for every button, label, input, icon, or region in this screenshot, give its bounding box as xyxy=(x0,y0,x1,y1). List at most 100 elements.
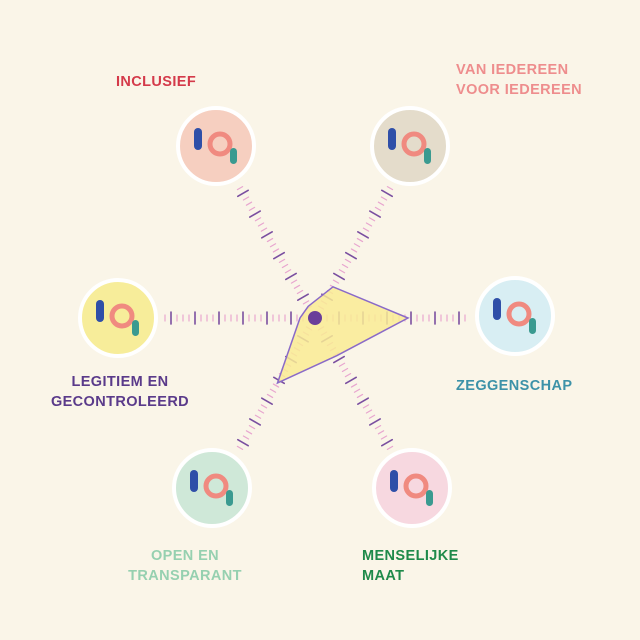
axis-tick xyxy=(350,383,358,388)
label-open-en-transparant: OPEN EN TRANSPARANT xyxy=(120,546,250,586)
axis-tick xyxy=(345,376,357,385)
axis-tick xyxy=(356,237,364,243)
label-line: INCLUSIEF xyxy=(116,74,197,90)
axis-tick xyxy=(290,279,298,284)
axis-tick xyxy=(381,438,393,447)
axis-tick xyxy=(380,196,388,201)
axis-tick xyxy=(341,263,349,269)
axis-tick xyxy=(261,397,273,405)
axis-tick xyxy=(260,227,268,232)
axis-tick xyxy=(344,258,352,263)
axis-tick xyxy=(357,231,369,239)
label-line: GECONTROLEERD xyxy=(50,394,190,410)
axis-tick xyxy=(293,284,301,289)
label-zeggenschap: ZEGGENSCHAP xyxy=(456,376,572,396)
axis-tick xyxy=(245,201,253,206)
axis-tick xyxy=(245,430,253,435)
axis-tick xyxy=(273,251,285,260)
axis-tick xyxy=(380,435,388,440)
axis-tick xyxy=(269,388,277,393)
axis-tick xyxy=(350,248,358,253)
worm-figure-icon xyxy=(372,448,452,528)
axis-tick xyxy=(345,251,357,260)
axis-tick xyxy=(357,397,369,405)
axis-tick xyxy=(278,258,286,263)
label-van-iedereen: VAN IEDEREEN VOOR IEDEREEN xyxy=(456,60,582,100)
orange-creature-with-wire-icon xyxy=(78,278,158,358)
axis-tick xyxy=(368,217,376,222)
axis-tick xyxy=(242,196,250,201)
axis-tick xyxy=(249,418,261,426)
axis-tick xyxy=(254,217,262,222)
axis-tick xyxy=(365,222,373,227)
axis-tick xyxy=(377,430,385,435)
axis-tick xyxy=(254,414,262,419)
axis-tick xyxy=(341,367,349,373)
axis-tick xyxy=(266,237,274,243)
center-dot xyxy=(308,311,322,325)
axis-legitiem xyxy=(164,311,310,325)
axis-tick xyxy=(374,425,382,430)
axis-tick xyxy=(353,243,361,248)
axis-tick xyxy=(248,425,256,430)
axis-tick xyxy=(296,289,304,295)
label-line: OPEN EN xyxy=(150,548,220,564)
axis-tick xyxy=(369,418,381,426)
axis-tick xyxy=(266,393,274,399)
axis-tick xyxy=(356,393,364,399)
two-figures-connected-icon xyxy=(475,276,555,356)
axis-tick xyxy=(386,445,394,451)
axis-tick xyxy=(332,279,340,284)
axis-tick xyxy=(386,185,394,191)
axis-tick xyxy=(257,222,265,227)
axis-tick xyxy=(272,383,280,388)
axis-tick xyxy=(333,355,345,364)
axis-tick xyxy=(338,269,346,274)
label-line: LEGITIEM EN xyxy=(71,374,169,390)
axis-tick xyxy=(362,227,370,232)
axis-tick xyxy=(374,206,382,211)
label-legitiem: LEGITIEM EN GECONTROLEERD xyxy=(40,372,200,412)
axis-tick xyxy=(297,293,309,302)
radar-shape xyxy=(276,285,410,385)
axis-tick xyxy=(269,243,277,248)
label-line: VAN IEDEREEN xyxy=(456,62,569,78)
axis-tick xyxy=(338,362,346,367)
axis-tick xyxy=(381,189,393,198)
label-line: TRANSPARANT xyxy=(128,568,242,584)
axis-tick xyxy=(236,185,244,191)
people-with-donut-icon xyxy=(176,106,256,186)
axis-tick xyxy=(237,438,249,447)
spotlight-figures-icon xyxy=(172,448,252,528)
axis-tick xyxy=(237,189,249,198)
label-inclusief: INCLUSIEF xyxy=(116,72,196,92)
label-line: MENSELIJKE xyxy=(362,548,459,564)
axis-tick xyxy=(353,388,361,393)
axis-tick xyxy=(261,231,273,239)
axis-tick xyxy=(249,210,261,218)
axis-tick xyxy=(260,404,268,409)
label-menselijke-maat: MENSELIJKE MAAT xyxy=(362,546,459,586)
axis-tick xyxy=(236,445,244,451)
axis-tick xyxy=(284,269,292,274)
axis-tick xyxy=(242,435,250,440)
icon-circles-layer xyxy=(78,106,555,528)
axis-tick xyxy=(333,272,345,281)
axis-tick xyxy=(365,409,373,414)
axis-tick xyxy=(362,404,370,409)
axis-tick xyxy=(377,201,385,206)
axis-tick xyxy=(285,272,297,281)
group-sharing-icon xyxy=(370,106,450,186)
label-line: MAAT xyxy=(362,568,405,584)
axis-tick xyxy=(272,248,280,253)
axis-tick xyxy=(302,300,310,305)
label-line: VOOR IEDEREEN xyxy=(456,82,583,98)
label-line: ZEGGENSCHAP xyxy=(456,378,573,394)
axis-inclusief xyxy=(236,185,316,315)
axis-tick xyxy=(344,373,352,378)
axis-tick xyxy=(368,414,376,419)
axis-tick xyxy=(281,263,289,269)
axis-tick xyxy=(369,210,381,218)
axis-tick xyxy=(248,206,256,211)
